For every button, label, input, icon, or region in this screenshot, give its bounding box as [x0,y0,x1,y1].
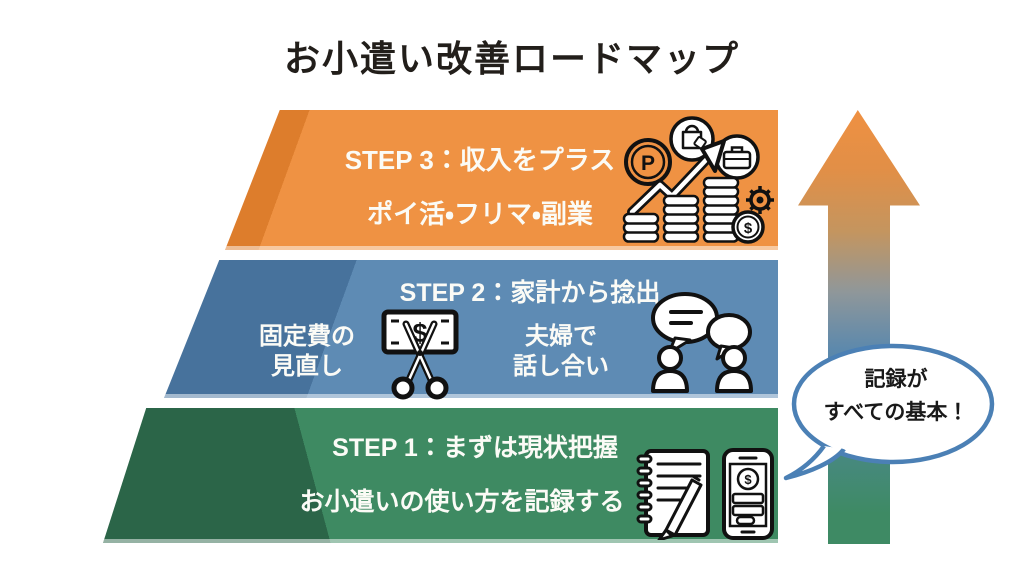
notebook-pen-icon [636,449,710,540]
income-icons-group: P [622,116,774,244]
scissors-banknote-icon: $ [381,309,459,400]
growth-arrow-icon [627,139,726,217]
page-title: お小遣い改善ロードマップ [283,38,740,79]
step1-heading: STEP 1：まずは現状把握 [332,434,618,462]
couple-icon [651,345,753,393]
svg-text:P: P [641,152,655,175]
chat-bubbles-icon [651,292,752,361]
step3-heading: STEP 3：収入をプラス [344,145,616,175]
coin-stacks-icon [622,176,740,243]
step1-subtext: お小遣いの使い方を記録する [299,488,625,516]
speech-bubble-text: 記録が すべての基本！ [823,368,969,424]
svg-text:$: $ [744,220,753,237]
point-coin-icon: P [624,138,672,186]
svg-text:$: $ [744,472,752,487]
discussion-icons-group [651,292,753,393]
smartphone-money-icon: $ [722,448,774,540]
gear-dollar-icon: $ [731,186,774,244]
speech-bubble [783,343,995,481]
step2-label-couple-talk: 夫婦で 話し合い [513,323,609,380]
step3-subtext: ポイ活・フリマ・副業 [367,199,593,229]
recording-icons-group: $ [636,448,774,540]
step2-heading: STEP 2：家計から捻出 [399,279,661,307]
step2-label-fixed-costs: 固定費の 見直し [259,323,355,380]
